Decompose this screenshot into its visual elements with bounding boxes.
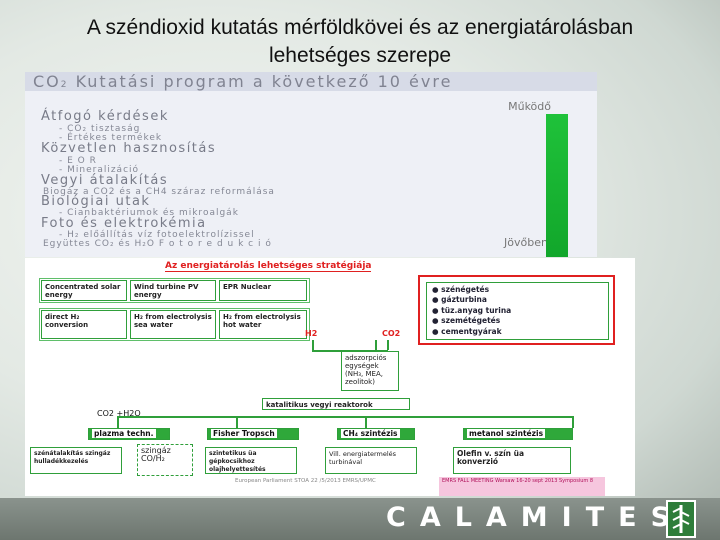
process-plasma: plazma techn. [88,428,170,440]
product-box: Olefin v. szín üa konverzió [453,447,571,474]
connector-line [312,340,314,350]
process-ch4-synthesis: CH₄ szintézis [337,428,415,440]
research-header-co: CO [33,72,61,91]
label-future: Jövőbeni [504,236,551,249]
research-item: Biológiai utak [41,194,151,209]
connector-line [117,418,119,428]
co2-sources-box: ● szénégetés ● gázturbina ● tüz.anyag tu… [418,275,615,345]
connector-line [117,416,573,418]
co2-source-item: ● tüz.anyag turina [432,305,512,315]
co2-source-item: ● gázturbina [432,295,487,305]
label-operating: Működő [508,100,551,113]
product-box: Vill. energiatermelés turbinával [325,447,417,474]
co2-source-item: ● szénégetés [432,285,490,294]
conversion-box: direct H₂ conversion [41,310,127,339]
timeline-arrow [546,114,568,257]
brand-name: CALAMITES [386,502,685,533]
research-item: - Mineralizáció [59,165,140,175]
connector-line [572,416,574,428]
product-box: szintetikus üa gépkocsikhoz olajhelyette… [205,447,297,474]
label-co2-h2o: CO2 +H2O [97,409,141,418]
source-note: European Parliament STOA 22 /5/2013 EMRS… [235,478,376,484]
strategy-title: Az energiatárolás lehetséges stratégiája [165,261,372,272]
connector-line [375,340,377,350]
co2-research-program-image: CO2 Kutatási program a következő 10 évre… [25,72,597,257]
connector-line [387,340,389,350]
conversion-box: H₂ from electrolysis sea water [130,310,216,339]
connector-line [236,416,238,428]
research-item: - Értékes termékek [59,133,163,143]
research-item: - E O R [59,156,97,166]
adsorption-box: adszorpciós egységek (NH₃, MEA, zeolitok… [341,351,399,391]
research-item: Átfogó kérdések [41,109,169,124]
source-box: Concentrated solar energy [41,280,127,301]
research-item: Vegyi átalakítás [41,173,169,188]
co2-source-item: ● szemétégetés [432,316,501,326]
product-box: szingáz CO/H₂ [137,444,193,476]
energy-storage-strategy-image: Az energiatárolás lehetséges stratégiája… [25,258,635,496]
research-item: Biogáz a CO2 és a CH4 száraz reformálása [43,187,275,197]
research-item: - CO₂ tisztaság [59,124,141,134]
reactors-box: katalitikus vegyi reaktorok [262,398,410,410]
conversion-box: H₂ from electrolysis hot water [219,310,307,339]
research-item: Együttes CO₂ és H₂O F o t o r e d u k c … [43,239,272,249]
research-header-rest: Kutatási program a következő 10 évre [75,72,453,91]
brand-bar: CALAMITES [0,498,720,540]
co2-source-item: ● cementgyárak [432,326,502,336]
product-box: szénátalakítás szingáz hulladékkezelés [30,447,122,474]
source-box: EPR Nuclear [219,280,307,301]
research-item: - H₂ előállítás víz fotoelektrolízissel [59,230,255,240]
research-header-sub: 2 [60,80,69,90]
process-methanol-synthesis: metanol szintézis [463,428,573,440]
label-co2: CO2 [382,329,401,338]
research-header: CO2 Kutatási program a következő 10 évre [25,72,597,91]
process-fisher-tropsch: Fisher Tropsch [207,428,299,440]
meeting-note: EMRS FALL MEETING Warsaw 16-20 sept 2013… [439,477,605,496]
calamites-logo-icon [666,500,696,538]
co2-sources-list: ● szénégetés ● gázturbina ● tüz.anyag tu… [426,282,609,340]
connector-line [312,350,388,352]
label-h2: H2 [305,329,318,338]
connector-line [365,416,367,428]
research-item: Közvetlen hasznosítás [41,141,217,156]
slide-title: A széndioxid kutatás mérföldkövei és az … [86,16,634,67]
research-item: - Cianbaktériumok és mikroalgák [59,208,239,218]
source-box: Wind turbine PV energy [130,280,216,301]
research-item: Foto és elektrokémia [41,216,207,231]
